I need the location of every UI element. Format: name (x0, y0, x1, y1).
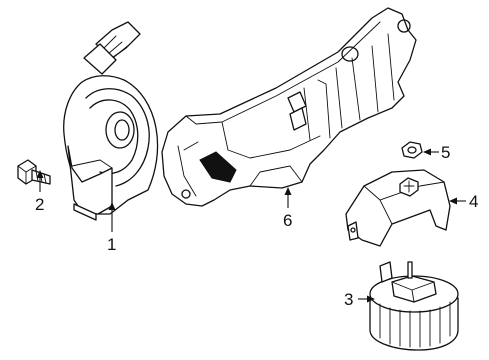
bolt-part (17, 159, 51, 185)
round-module-part (369, 261, 459, 351)
mounting-bracket-part (161, 7, 417, 207)
callout-5: 5 (423, 143, 450, 162)
callout-5-label: 5 (441, 143, 450, 162)
callout-1: 1 (107, 202, 116, 254)
callout-4-label: 4 (469, 192, 478, 211)
horn-part (63, 21, 159, 221)
callout-6: 6 (283, 187, 292, 230)
callout-3: 3 (344, 290, 375, 309)
callout-3-label: 3 (344, 290, 353, 309)
callout-2-label: 2 (35, 195, 44, 214)
callout-2: 2 (35, 170, 44, 214)
shield-cover-part (345, 169, 451, 247)
callout-1-label: 1 (107, 235, 116, 254)
callout-6-label: 6 (283, 211, 292, 230)
callout-4: 4 (449, 192, 478, 211)
nut-part (401, 141, 423, 159)
